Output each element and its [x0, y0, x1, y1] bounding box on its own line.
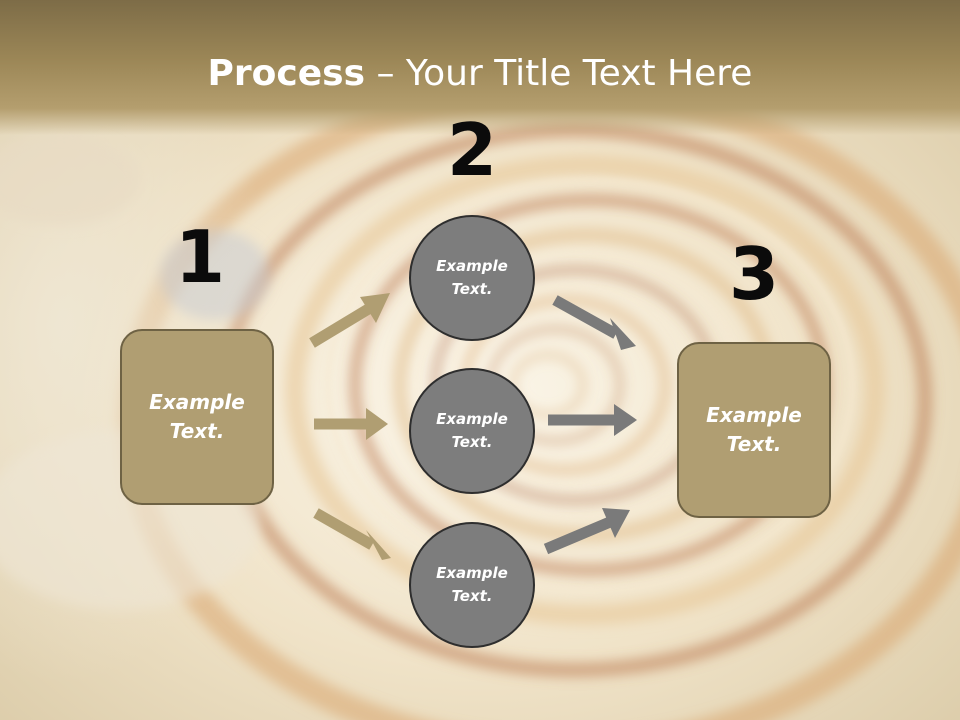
- middle-circle-center: Example Text.: [409, 368, 535, 494]
- arrow-left-to-middle-circle: [314, 408, 388, 440]
- step-number-2: 2: [446, 108, 498, 192]
- step-number-1: 1: [174, 215, 226, 299]
- circle-center-text: Example Text.: [436, 410, 508, 451]
- circle-top-text: Example Text.: [436, 257, 508, 298]
- right-box-text: Example Text.: [706, 403, 802, 456]
- step-number-3: 3: [728, 232, 780, 316]
- middle-circle-bottom: Example Text.: [409, 522, 535, 648]
- title-strong: Process: [207, 53, 366, 94]
- right-process-box: Example Text.: [677, 342, 831, 518]
- arrow-bottom-circle-to-right: [543, 508, 630, 555]
- arrow-middle-circle-to-right: [548, 404, 637, 436]
- circle-bottom-text: Example Text.: [436, 564, 508, 605]
- left-box-text: Example Text.: [149, 390, 245, 443]
- title-band: [0, 0, 960, 135]
- arrow-left-to-top-circle: [309, 293, 390, 348]
- middle-circle-top: Example Text.: [409, 215, 535, 341]
- slide-title: Process – Your Title Text Here: [0, 52, 960, 96]
- title-rest: – Your Title Text Here: [365, 53, 753, 94]
- left-arrows: [309, 293, 391, 560]
- arrow-top-circle-to-right: [552, 295, 636, 350]
- arrow-left-to-bottom-circle: [313, 508, 391, 560]
- right-arrows: [543, 295, 637, 555]
- left-process-box: Example Text.: [120, 329, 274, 505]
